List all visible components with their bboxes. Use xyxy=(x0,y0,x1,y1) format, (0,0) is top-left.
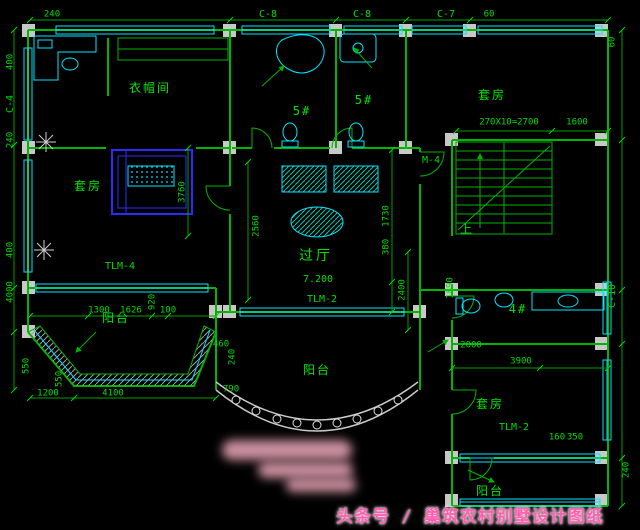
dimension-ticks xyxy=(10,16,626,510)
watermark-text: 头条号 / 巢筑农村别墅设计图纸 xyxy=(336,507,604,527)
dimension-lines xyxy=(13,19,623,506)
censored-blur-3 xyxy=(286,478,356,492)
bay-window-band xyxy=(27,325,217,387)
censored-blur-1 xyxy=(222,440,352,460)
windows xyxy=(23,25,612,507)
bed xyxy=(111,149,193,215)
toilets xyxy=(281,122,605,315)
desk-and-chair xyxy=(33,35,97,81)
leader-arrows xyxy=(75,47,495,483)
censored-blur-2 xyxy=(258,462,353,478)
wall-columns xyxy=(22,24,608,507)
staircase xyxy=(455,141,553,235)
balcony-balusters xyxy=(231,395,403,430)
balcony-arc-railing xyxy=(215,381,419,432)
plant-symbols xyxy=(34,132,56,260)
door-swings xyxy=(205,127,493,481)
shower xyxy=(339,33,377,63)
wardrobe xyxy=(117,37,229,61)
sofa-set xyxy=(281,165,379,238)
bathtub xyxy=(275,34,325,74)
walls xyxy=(27,29,609,507)
